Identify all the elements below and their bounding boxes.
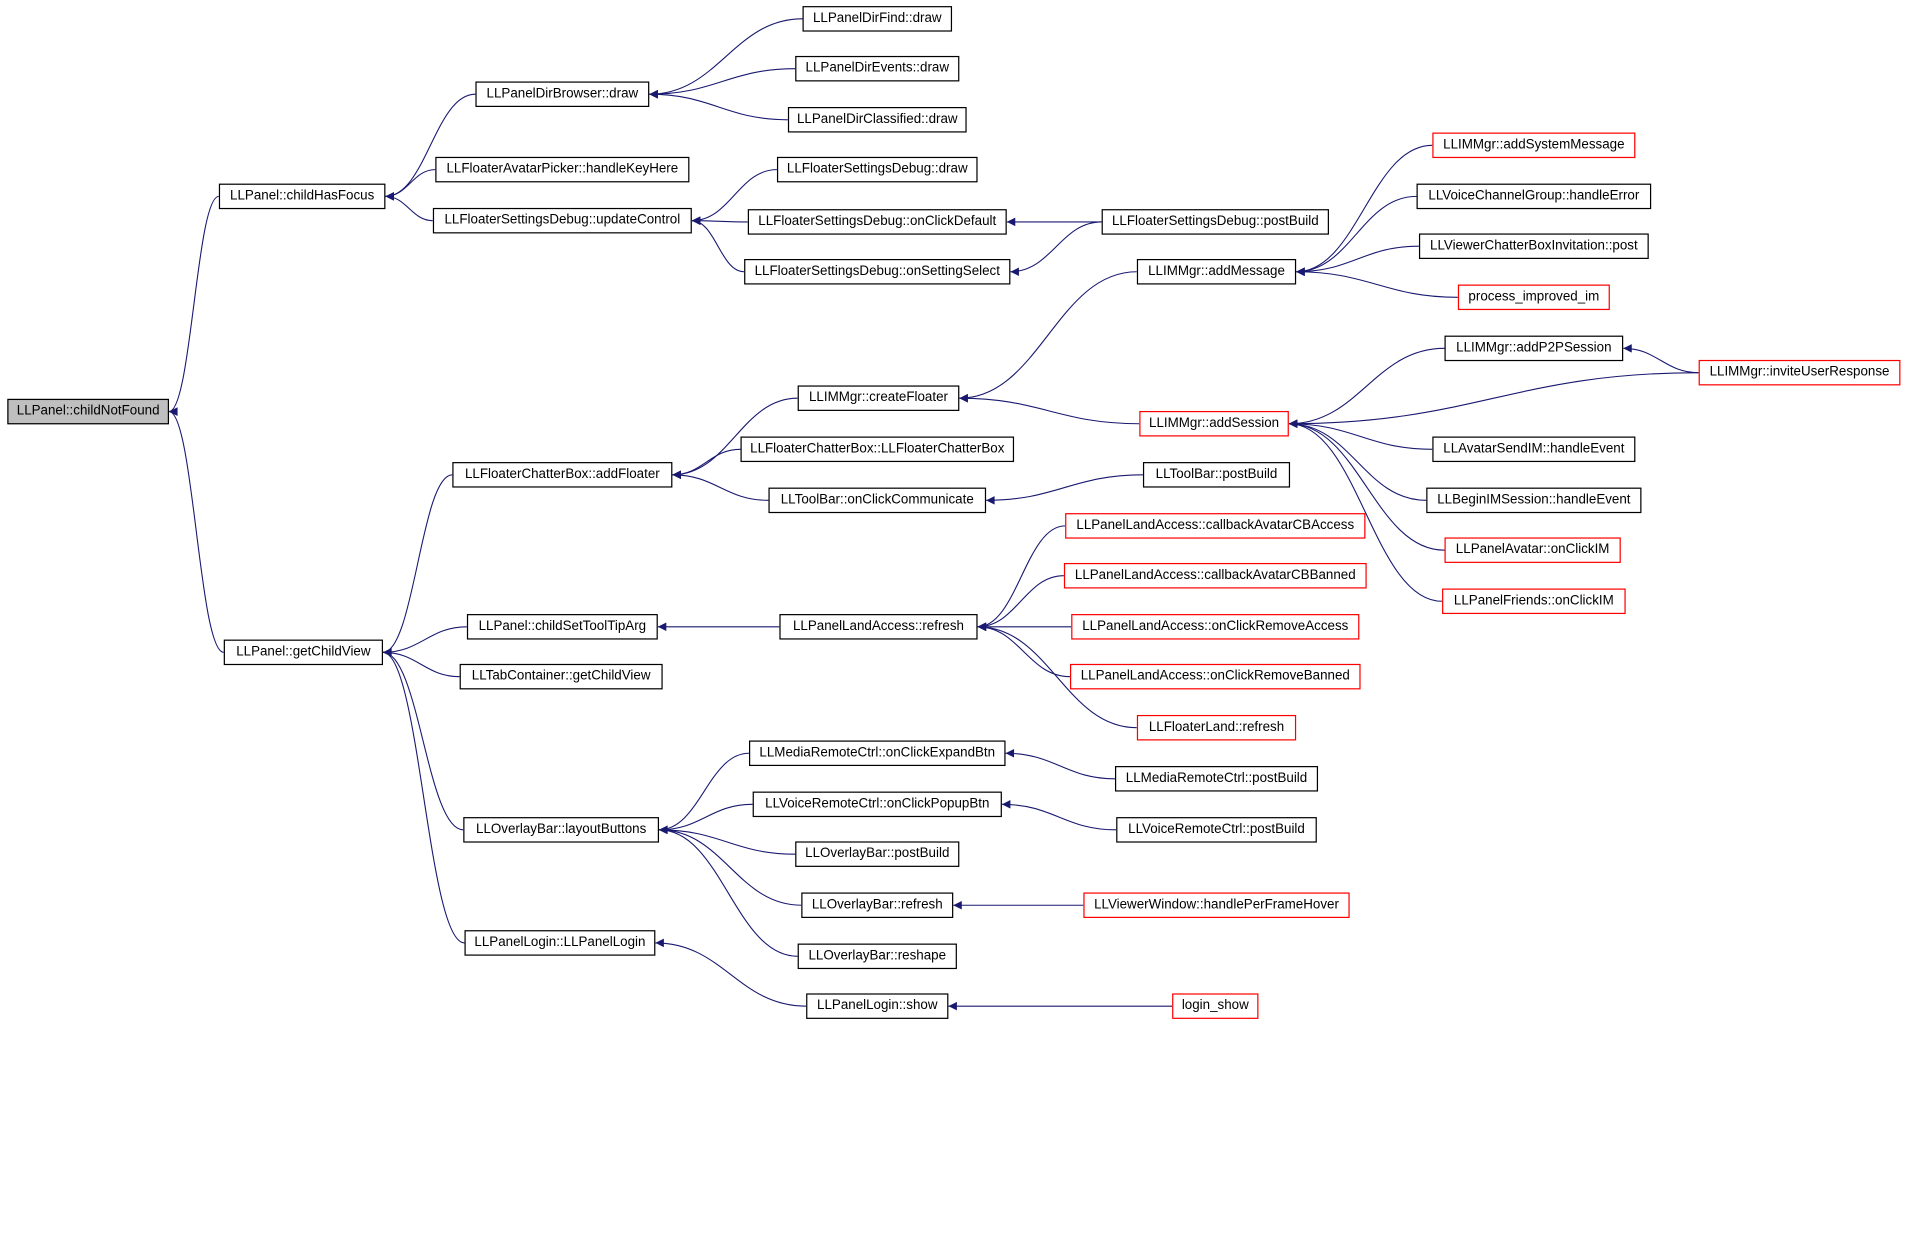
edge-avatar-picker-key-to-child-has-focus <box>385 169 436 201</box>
edge-im-add-system-message-to-im-add-message <box>1296 144 1433 276</box>
node-tool-bar-post-build[interactable]: LLToolBar::postBuild <box>1142 462 1291 488</box>
edge-avatar-send-imhandle-to-im-add-session <box>1288 419 1433 450</box>
node-dir-classified-draw[interactable]: LLPanelDirClassified::draw <box>787 106 967 133</box>
node-dir-browser-draw[interactable]: LLPanelDirBrowser::draw <box>475 81 650 107</box>
edge-dir-events-draw-to-dir-browser-draw <box>649 68 796 99</box>
edge-login-show-to-login-ctor <box>655 938 807 1007</box>
node-login-show-fn[interactable]: login_show <box>1172 993 1259 1019</box>
node-im-invite-user-response[interactable]: LLIMMgr::inviteUserResponse <box>1698 359 1901 386</box>
edge-im-invite-user-response-to-im-add-p2-psession <box>1623 344 1699 374</box>
node-land-remove-banned[interactable]: LLPanelLandAccess::onClickRemoveBanned <box>1069 663 1361 690</box>
node-im-add-system-message[interactable]: LLIMMgr::addSystemMessage <box>1432 132 1636 159</box>
node-tool-bar-on-click-communicate[interactable]: LLToolBar::onClickCommunicate <box>768 487 987 514</box>
node-im-create-floater[interactable]: LLIMMgr::createFloater <box>797 385 960 411</box>
node-chatter-invitation-post[interactable]: LLViewerChatterBoxInvitation::post <box>1418 233 1649 259</box>
node-chatter-ctor[interactable]: LLFloaterChatterBox::LLFloaterChatterBox <box>740 436 1015 463</box>
node-voice-popup-btn[interactable]: LLVoiceRemoteCtrl::onClickPopupBtn <box>752 791 1002 818</box>
edge-settings-update-control-to-child-has-focus <box>385 192 433 222</box>
edge-settings-draw-to-settings-update-control <box>691 169 777 225</box>
edge-land-cb-access-to-land-access-refresh <box>977 525 1066 632</box>
edge-media-expand-btn-to-overlay-layout-buttons <box>659 752 749 835</box>
edge-overlay-refresh-to-overlay-layout-buttons <box>659 825 802 906</box>
edge-child-has-focus-to-child-not-found <box>168 195 220 416</box>
node-dir-find-draw[interactable]: LLPanelDirFind::draw <box>802 6 953 32</box>
edge-panel-friends-on-click-im-to-im-add-session <box>1288 419 1443 602</box>
edge-login-ctor-to-get-child-view <box>382 648 465 944</box>
edge-floater-land-refresh-to-land-access-refresh <box>977 622 1137 729</box>
node-floater-land-refresh[interactable]: LLFloaterLand::refresh <box>1136 714 1297 741</box>
edge-im-add-session-to-im-create-floater <box>959 393 1140 425</box>
edge-media-post-build-to-media-expand-btn <box>1005 748 1115 780</box>
node-panel-friends-on-click-im[interactable]: LLPanelFriends::onClickIM <box>1442 588 1626 615</box>
node-login-show[interactable]: LLPanelLogin::show <box>806 993 949 1019</box>
node-avatar-picker-key[interactable]: LLFloaterAvatarPicker::handleKeyHere <box>435 156 690 183</box>
edge-process-improved-im-to-im-add-message <box>1296 267 1458 298</box>
node-child-set-tool-tip-arg[interactable]: LLPanel::childSetToolTipArg <box>466 614 658 640</box>
node-child-has-focus[interactable]: LLPanel::childHasFocus <box>218 183 386 210</box>
edge-overlay-post-build-to-overlay-layout-buttons <box>659 825 796 855</box>
edge-chatter-invitation-post-to-im-add-message <box>1296 245 1419 277</box>
node-overlay-reshape[interactable]: LLOverlayBar::reshape <box>797 943 957 970</box>
node-chatter-add-floater[interactable]: LLFloaterChatterBox::addFloater <box>452 462 673 488</box>
edge-im-invite-user-response-to-im-add-session <box>1288 372 1699 428</box>
node-voice-group-handle-error[interactable]: LLVoiceChannelGroup::handleError <box>1416 183 1652 210</box>
node-process-improved-im[interactable]: process_improved_im <box>1457 284 1610 311</box>
node-dir-events-draw[interactable]: LLPanelDirEvents::draw <box>795 55 960 82</box>
edge-settings-on-click-default-to-settings-update-control <box>691 216 748 225</box>
edge-chatter-ctor-to-chatter-add-floater <box>672 448 741 480</box>
edge-dir-find-draw-to-dir-browser-draw <box>649 18 803 99</box>
edge-layer <box>168 18 1699 1011</box>
node-land-cb-banned[interactable]: LLPanelLandAccess::callbackAvatarCBBanne… <box>1063 562 1367 589</box>
node-media-post-build[interactable]: LLMediaRemoteCtrl::postBuild <box>1114 766 1319 792</box>
edge-settings-post-build-to-settings-on-setting-select <box>1010 221 1102 276</box>
node-panel-avatar-on-click-im[interactable]: LLPanelAvatar::onClickIM <box>1444 537 1621 563</box>
node-tab-get-child-view[interactable]: LLTabContainer::getChildView <box>459 663 663 690</box>
node-settings-on-setting-select[interactable]: LLFloaterSettingsDebug::onSettingSelect <box>744 258 1011 285</box>
edge-child-set-tool-tip-arg-to-get-child-view <box>383 626 467 657</box>
node-overlay-refresh[interactable]: LLOverlayBar::refresh <box>801 892 954 919</box>
node-login-ctor[interactable]: LLPanelLogin::LLPanelLogin <box>464 930 656 956</box>
edge-voice-popup-btn-to-overlay-layout-buttons <box>659 803 753 835</box>
edge-panel-avatar-on-click-im-to-im-add-session <box>1288 419 1445 551</box>
node-im-add-message[interactable]: LLIMMgr::addMessage <box>1136 258 1297 285</box>
edge-land-remove-banned-to-land-access-refresh <box>977 622 1070 678</box>
edge-overlay-reshape-to-overlay-layout-buttons <box>659 825 798 957</box>
edge-im-add-p2-psession-to-im-add-session <box>1288 347 1445 428</box>
node-land-access-refresh[interactable]: LLPanelLandAccess::refresh <box>779 614 978 640</box>
node-child-not-found[interactable]: LLPanel::childNotFound <box>7 398 170 425</box>
edge-begin-imsession-handle-to-im-add-session <box>1288 419 1427 501</box>
edge-tool-bar-post-build-to-tool-bar-on-click-communicate <box>986 474 1143 505</box>
node-settings-update-control[interactable]: LLFloaterSettingsDebug::updateControl <box>432 207 692 234</box>
edge-land-cb-banned-to-land-access-refresh <box>977 575 1064 632</box>
node-begin-imsession-handle[interactable]: LLBeginIMSession::handleEvent <box>1426 487 1642 514</box>
node-land-remove-access[interactable]: LLPanelLandAccess::onClickRemoveAccess <box>1071 614 1360 640</box>
node-settings-draw[interactable]: LLFloaterSettingsDebug::draw <box>776 156 978 183</box>
node-viewer-hover[interactable]: LLViewerWindow::handlePerFrameHover <box>1083 892 1350 919</box>
node-overlay-layout-buttons[interactable]: LLOverlayBar::layoutButtons <box>463 817 660 843</box>
edge-chatter-add-floater-to-get-child-view <box>382 474 453 657</box>
edge-settings-on-setting-select-to-settings-update-control <box>691 216 745 273</box>
node-land-cb-access[interactable]: LLPanelLandAccess::callbackAvatarCBAcces… <box>1065 513 1366 539</box>
node-get-child-view[interactable]: LLPanel::getChildView <box>223 639 384 666</box>
edge-dir-browser-draw-to-child-has-focus <box>385 93 476 201</box>
edge-tab-get-child-view-to-get-child-view <box>383 648 460 678</box>
edge-dir-classified-draw-to-dir-browser-draw <box>649 89 788 121</box>
node-avatar-send-imhandle[interactable]: LLAvatarSendIM::handleEvent <box>1432 436 1636 463</box>
node-im-add-session[interactable]: LLIMMgr::addSession <box>1139 410 1289 437</box>
node-overlay-post-build[interactable]: LLOverlayBar::postBuild <box>795 841 960 867</box>
edge-get-child-view-to-child-not-found <box>168 407 224 653</box>
edge-im-add-message-to-im-create-floater <box>959 271 1137 403</box>
edge-voice-remote-post-build-to-voice-popup-btn <box>1001 800 1117 831</box>
node-im-add-p2-psession[interactable]: LLIMMgr::addP2PSession <box>1444 335 1624 362</box>
node-settings-on-click-default[interactable]: LLFloaterSettingsDebug::onClickDefault <box>747 209 1007 235</box>
edge-voice-group-handle-error-to-im-add-message <box>1296 195 1417 276</box>
node-settings-post-build[interactable]: LLFloaterSettingsDebug::postBuild <box>1101 209 1329 235</box>
edge-tool-bar-on-click-communicate-to-chatter-add-floater <box>672 470 769 501</box>
node-voice-remote-post-build[interactable]: LLVoiceRemoteCtrl::postBuild <box>1116 817 1317 843</box>
edge-overlay-layout-buttons-to-get-child-view <box>382 648 464 831</box>
node-media-expand-btn[interactable]: LLMediaRemoteCtrl::onClickExpandBtn <box>748 740 1006 767</box>
